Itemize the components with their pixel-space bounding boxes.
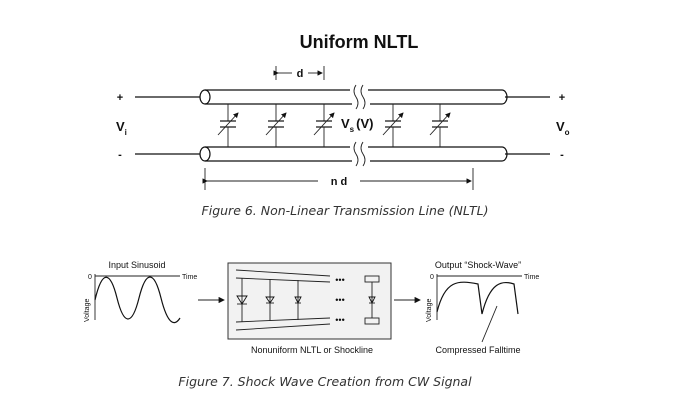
input-zero-label: 0 [88,274,92,281]
break-mark-bottom [353,141,366,167]
bottom-line-right [368,146,508,162]
figure-7-caption: Figure 7. Shock Wave Creation from CW Si… [178,374,472,389]
shockline-label: Nonuniform NLTL or Shockline [251,345,373,355]
varactor-4 [382,104,404,147]
dots-middle: ••• [335,295,344,305]
plus-right: + [559,92,565,104]
plus-left: + [117,92,123,104]
figure-6-caption: Figure 6. Non-Linear Transmission Line (… [202,203,489,218]
vs-label: Vs(V) [341,116,373,134]
output-shockwave-label: Output “Shock-Wave” [435,260,521,270]
input-time-label: Time [182,274,197,281]
input-sinusoid-plot: Input Sinusoid 0 Time Voltage [84,260,197,324]
input-sine-wave [94,276,181,324]
minus-left: - [118,149,122,161]
dots-bottom: ••• [335,315,344,325]
falltime-pointer [481,305,498,343]
output-voltage-label: Voltage [426,299,433,322]
output-zero-label: 0 [430,274,434,281]
shockline-box: ••• ••• ••• [227,262,392,340]
bottom-line-left [199,146,352,162]
diode-3 [294,280,302,320]
break-mark-top [353,84,366,110]
output-shock-wave [436,281,519,315]
top-line-left [199,89,352,105]
nltl-title: Uniform NLTL [300,32,419,52]
minus-right: - [560,149,564,161]
vi-label: Vi [116,119,127,137]
input-sinusoid-label: Input Sinusoid [108,260,165,270]
varactor-2 [265,104,287,147]
diode-4 [368,282,376,318]
nltl-diagram: Uniform NLTL d + - Vi + - Vo [116,32,570,218]
nd-label: n d [331,176,348,188]
d-label: d [297,68,304,80]
varactor-5 [429,104,451,147]
output-time-label: Time [524,274,539,281]
output-shockwave-plot: Output “Shock-Wave” 0 Time Voltage Compr… [426,260,539,355]
diode-2 [265,279,275,321]
nd-dimension: n d [202,168,474,190]
dots-top: ••• [335,275,344,285]
d-dimension: d [273,66,325,80]
diode-1 [236,278,248,322]
shock-diagram: Input Sinusoid 0 Time Voltage [84,260,539,389]
vo-label: Vo [556,119,570,137]
varactor-1 [217,104,239,147]
compressed-falltime-label: Compressed Falltime [435,345,520,355]
input-voltage-label: Voltage [84,299,91,322]
top-line-right [368,89,508,105]
varactor-3 [313,104,335,147]
